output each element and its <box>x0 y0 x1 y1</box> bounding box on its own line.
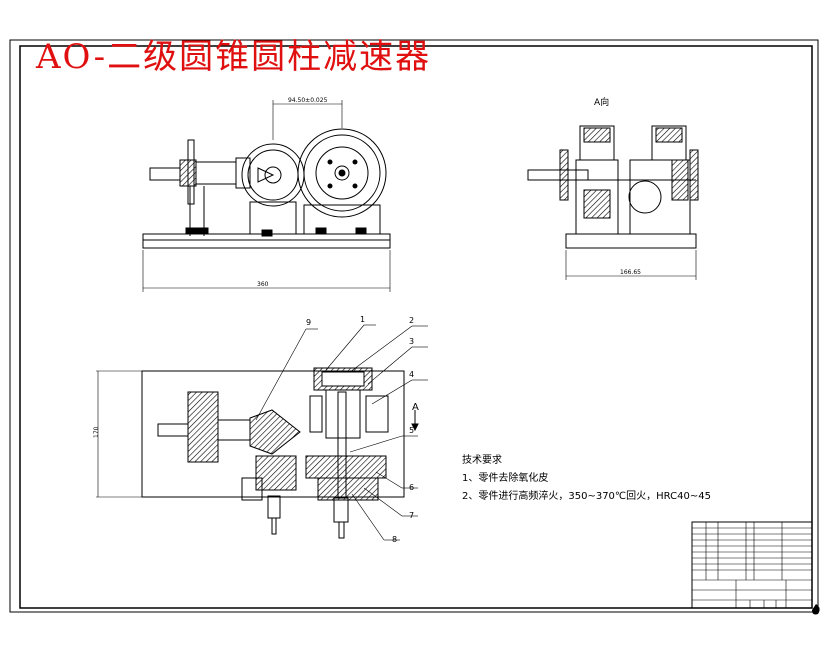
part-number-5: 5 <box>409 426 414 435</box>
part-number-2: 2 <box>409 316 414 325</box>
drawing-title: AO-二级圆锥圆柱减速器 <box>36 37 432 77</box>
outer-frame <box>9 39 819 613</box>
dim-front-width: 360 <box>257 281 269 288</box>
part-number-7: 7 <box>409 511 414 520</box>
front-view <box>142 100 391 292</box>
inner-frame <box>19 45 813 609</box>
dim-side-width: 166.65 <box>620 269 641 276</box>
part-number-6: 6 <box>409 483 414 492</box>
part-number-3: 3 <box>409 337 414 346</box>
part-number-9: 9 <box>306 318 311 327</box>
part-number-8: 8 <box>392 535 397 544</box>
tech-requirements-heading: 技术要求 <box>462 455 502 466</box>
side-view <box>527 125 699 280</box>
title-block <box>691 521 813 609</box>
dim-plan-height: 170 <box>93 426 100 438</box>
view-label-a: A向 <box>594 96 609 108</box>
dim-center-distance: 94.50±0.025 <box>288 97 328 104</box>
part-number-4: 4 <box>409 370 414 379</box>
tech-requirements: 技术要求 1、零件去除氧化皮 2、零件进行高频淬火，350~370℃回火，HRC… <box>462 452 711 506</box>
tech-requirement-item: 1、零件去除氧化皮 <box>462 473 549 484</box>
part-number-1: 1 <box>360 315 365 324</box>
tech-requirement-item: 2、零件进行高频淬火，350~370℃回火，HRC40~45 <box>462 491 711 502</box>
plan-view <box>96 324 428 541</box>
section-mark-a: A <box>412 402 419 413</box>
corner-mark <box>812 604 820 615</box>
